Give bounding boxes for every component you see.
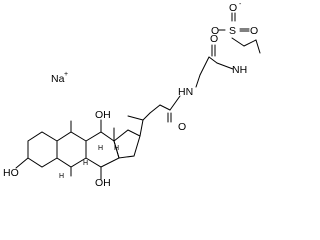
stereo-h-3: H [83,160,88,167]
molecule-diagram: Na + S O O O - NH O HN O OH HO OH H H H … [3,1,261,189]
amide-nh-upper: NH [232,64,247,76]
hydroxyl-3-label: HO [3,167,19,179]
hydroxyl-12-label: OH [95,109,111,121]
sulfonate-group [218,12,261,54]
structure-svg: Na + S O O O - NH O HN O OH HO OH H H H … [3,1,261,189]
ring-b [56,120,87,168]
stereo-h-2: H [114,145,119,152]
ring-a [15,131,102,180]
ring-c [85,119,120,168]
hydroxyl-7-label: OH [95,177,111,189]
sodium-label: Na [51,73,65,85]
sulfonate-charge: - [239,1,242,8]
sodium-charge: + [64,71,68,78]
side-chain [127,95,181,137]
sulfonate-oxygen-top: O [229,2,237,14]
stereo-h-1: H [98,145,103,152]
glycine-amide [195,44,234,88]
stereo-h-4: H [59,173,64,180]
sulfonate-oxygen-right: O [250,25,258,37]
amide-o-upper: O [210,33,218,45]
sulfur-label: S [229,25,236,37]
amide-o-lower: O [178,121,186,133]
sulfonate-oxygen-left: O [211,25,219,37]
counter-ion: Na + [51,71,68,85]
amide-nh-lower: HN [178,86,193,98]
